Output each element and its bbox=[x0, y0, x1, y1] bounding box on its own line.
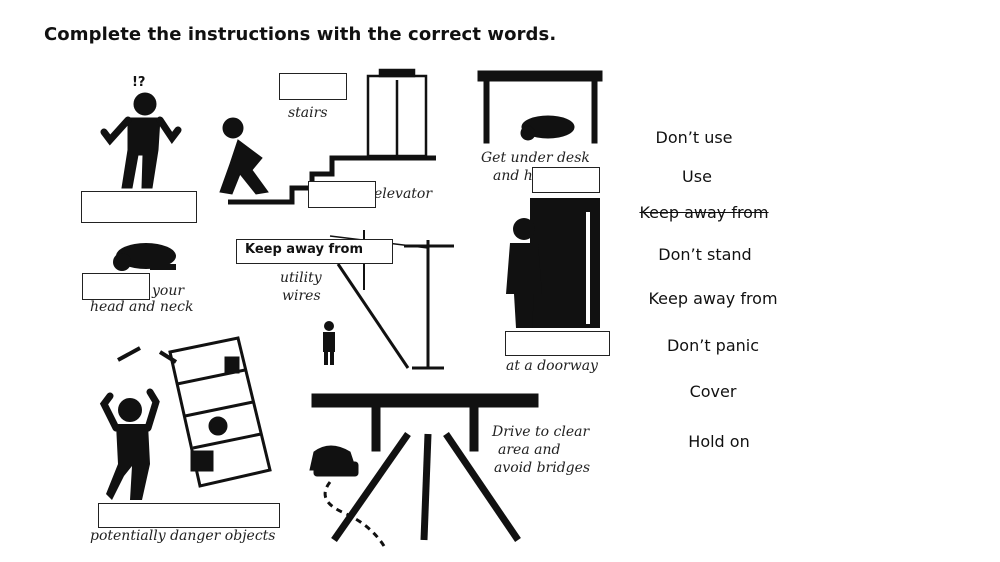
doorway-icon bbox=[506, 198, 600, 328]
scared-person-icon bbox=[99, 388, 160, 500]
word-option-dont-stand[interactable]: Don’t stand bbox=[658, 245, 752, 264]
svg-text:!?: !? bbox=[132, 75, 145, 90]
caption-head-line1: your bbox=[152, 283, 185, 299]
elevator-icon bbox=[366, 68, 428, 158]
falling-shelf-icon bbox=[117, 336, 272, 488]
caption-elevator: elevator bbox=[374, 186, 433, 202]
word-option-keep-away[interactable]: Keep away from bbox=[648, 289, 778, 308]
answer-slot-elevator[interactable] bbox=[308, 181, 376, 208]
word-option-dont-panic[interactable]: Don’t panic bbox=[666, 336, 760, 355]
bridge-road-icon bbox=[309, 393, 539, 547]
answer-slot-doorway[interactable] bbox=[505, 331, 610, 356]
caption-drive-line1: Drive to clear bbox=[492, 424, 590, 440]
page-title: Complete the instructions with the corre… bbox=[44, 24, 557, 45]
caption-stairs: stairs bbox=[288, 105, 328, 121]
caption-drive-line3: avoid bridges bbox=[494, 460, 591, 476]
word-option-keep-away-used[interactable]: Keep away from bbox=[639, 203, 769, 222]
caption-wires-line1: utility bbox=[280, 270, 322, 286]
caption-objects: potentially danger objects bbox=[90, 528, 276, 544]
word-option-use[interactable]: Use bbox=[682, 167, 712, 186]
answer-slot-panic[interactable] bbox=[81, 191, 197, 223]
panic-person-icon: !? bbox=[100, 75, 182, 189]
cover-head-icon bbox=[113, 243, 176, 271]
caption-head-line2: head and neck bbox=[90, 299, 194, 315]
caption-wires-line2: wires bbox=[282, 288, 321, 304]
word-option-dont-use[interactable]: Don’t use bbox=[655, 128, 733, 147]
desk-icon bbox=[477, 70, 603, 144]
stairs-icon bbox=[228, 155, 436, 205]
caption-desk-line2: and h bbox=[493, 168, 533, 184]
small-person-icon bbox=[323, 321, 335, 365]
word-option-cover[interactable]: Cover bbox=[689, 382, 737, 401]
running-person-icon bbox=[219, 117, 269, 195]
caption-doorway: at a doorway bbox=[506, 358, 598, 374]
caption-drive-line2: area and bbox=[498, 442, 561, 458]
answer-slot-wires[interactable]: Keep away from bbox=[236, 239, 393, 264]
answer-slot-desk[interactable] bbox=[532, 167, 600, 193]
word-option-hold-on[interactable]: Hold on bbox=[688, 432, 750, 451]
answer-slot-cover[interactable] bbox=[82, 273, 150, 300]
caption-desk-line1: Get under desk bbox=[481, 150, 590, 166]
answer-slot-objects[interactable] bbox=[98, 503, 280, 528]
answer-slot-stairs[interactable] bbox=[279, 73, 347, 100]
